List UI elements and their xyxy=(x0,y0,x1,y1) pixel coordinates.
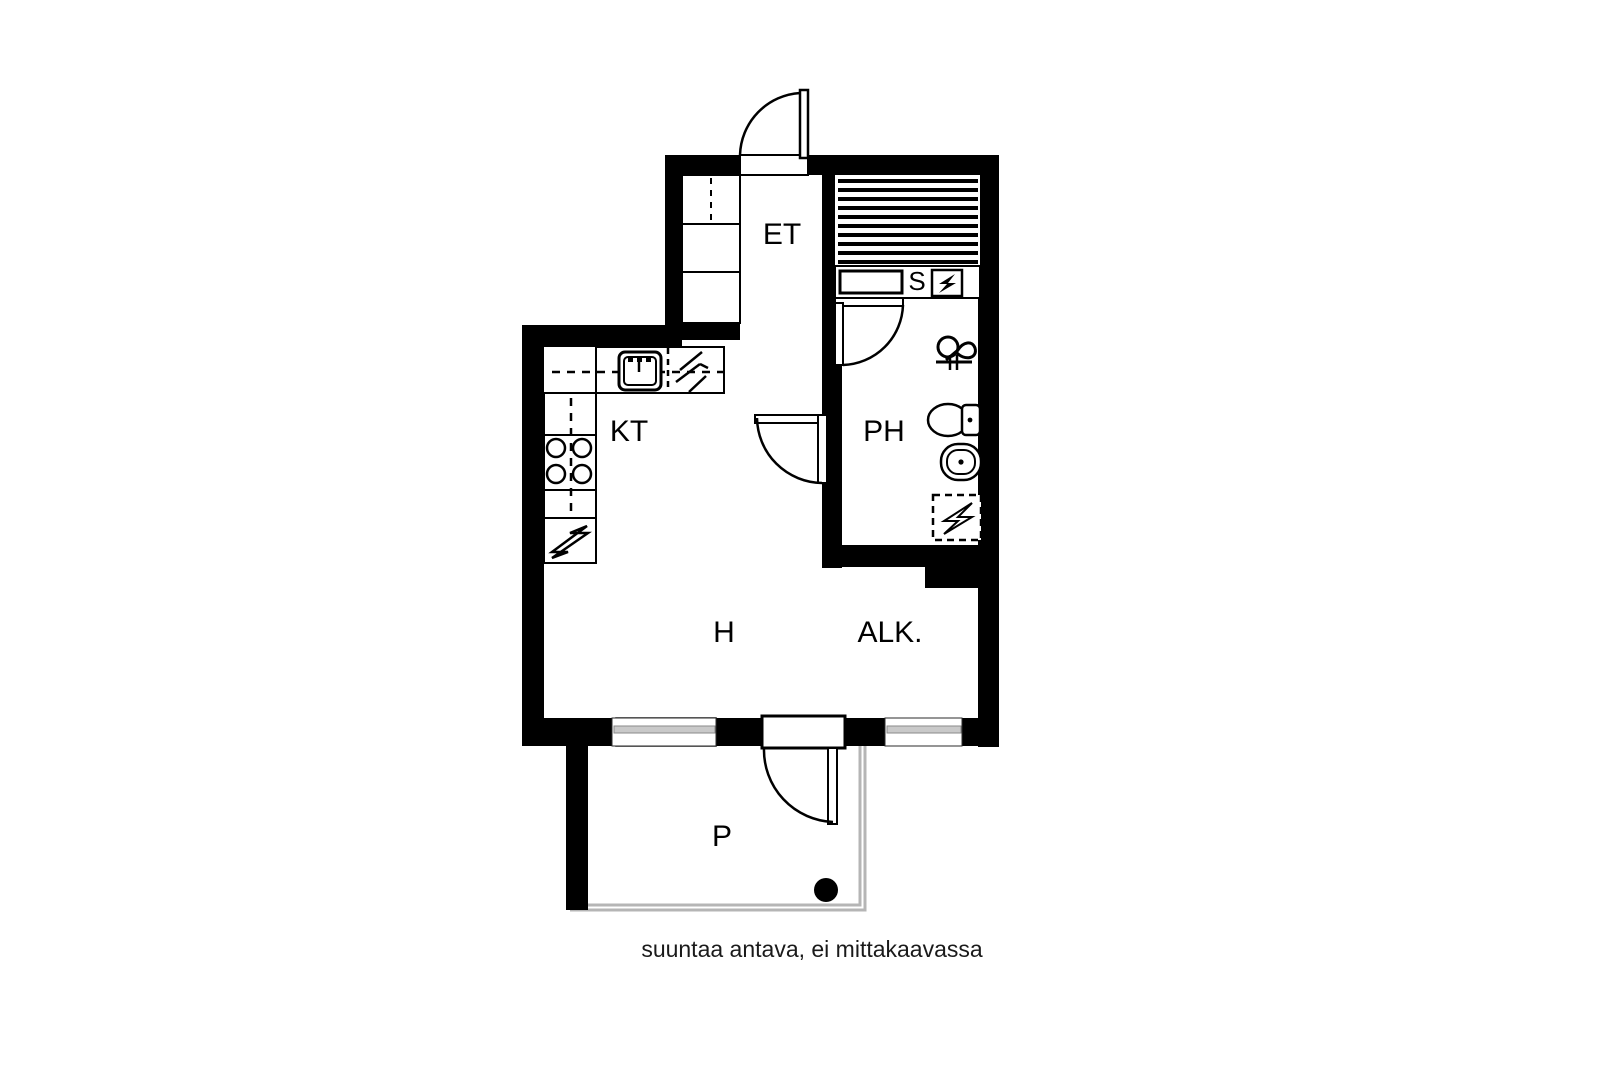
washroom-door[interactable] xyxy=(754,414,828,485)
wall-right-upper xyxy=(978,155,999,575)
room-label-h: H xyxy=(713,616,735,649)
sauna-area: S xyxy=(834,175,981,299)
ph-fixtures xyxy=(926,335,983,542)
entrance-door[interactable] xyxy=(738,88,810,176)
wall-et-bottom-stub xyxy=(665,322,740,340)
windows xyxy=(611,717,963,747)
sauna-letter-label: S xyxy=(908,266,925,296)
washroom-door-swing-arc xyxy=(755,417,823,485)
wall-bottom-seg-c xyxy=(845,718,885,746)
shower-head-icon xyxy=(936,335,977,370)
room-label-p: P xyxy=(712,820,732,853)
sauna-bench-slats xyxy=(838,179,978,264)
balcony-drain-dot xyxy=(814,878,838,902)
wall-bottom-left xyxy=(522,718,594,746)
wc-toilet-icon xyxy=(926,402,982,438)
room-label-alk: ALK. xyxy=(857,616,922,649)
balcony-area xyxy=(566,742,867,912)
room-label-kt: KT xyxy=(610,415,648,448)
sauna-door-swing-arc xyxy=(842,304,905,367)
balcony-door-leaf xyxy=(827,747,838,825)
entrance-closet xyxy=(681,172,741,324)
kitchen-fixtures xyxy=(543,346,725,564)
washbasin-icon xyxy=(939,442,983,482)
room-label-et: ET xyxy=(763,218,801,251)
four-burner-stove-icon xyxy=(545,437,593,485)
balcony-left-wall xyxy=(566,742,588,910)
dishwasher-icon xyxy=(666,348,709,393)
plan-caption: suuntaa antava, ei mittakaavassa xyxy=(641,936,983,962)
entrance-door-swing-arc xyxy=(738,91,801,156)
entrance-door-leaf xyxy=(798,88,810,160)
sauna-bench-box xyxy=(838,269,904,295)
sauna-door-leaf xyxy=(834,302,844,366)
sauna-door[interactable] xyxy=(834,297,905,367)
wall-right-lower xyxy=(978,555,999,747)
wall-bottom-seg-b xyxy=(716,718,762,746)
wall-bottom-seg-a xyxy=(594,718,616,746)
window-left xyxy=(613,725,716,734)
balcony-door[interactable] xyxy=(760,714,847,825)
refrigerator-icon xyxy=(548,524,592,560)
wall-ph-jog xyxy=(925,560,999,588)
window-right xyxy=(886,725,962,734)
balcony-door-swing-arc xyxy=(762,747,834,824)
kitchen-sink-icon xyxy=(617,350,663,392)
wall-kitchen-top xyxy=(522,325,682,347)
washroom-door-leaf xyxy=(817,414,828,484)
lightning-bolt-icon xyxy=(939,274,956,293)
wall-left xyxy=(522,325,544,740)
electric-heater-box xyxy=(930,268,964,298)
room-label-ph: PH xyxy=(863,415,905,448)
wall-bottom-seg-d xyxy=(962,718,999,746)
floor-drain-dashed-icon xyxy=(931,493,983,542)
wall-et-left xyxy=(665,155,685,335)
